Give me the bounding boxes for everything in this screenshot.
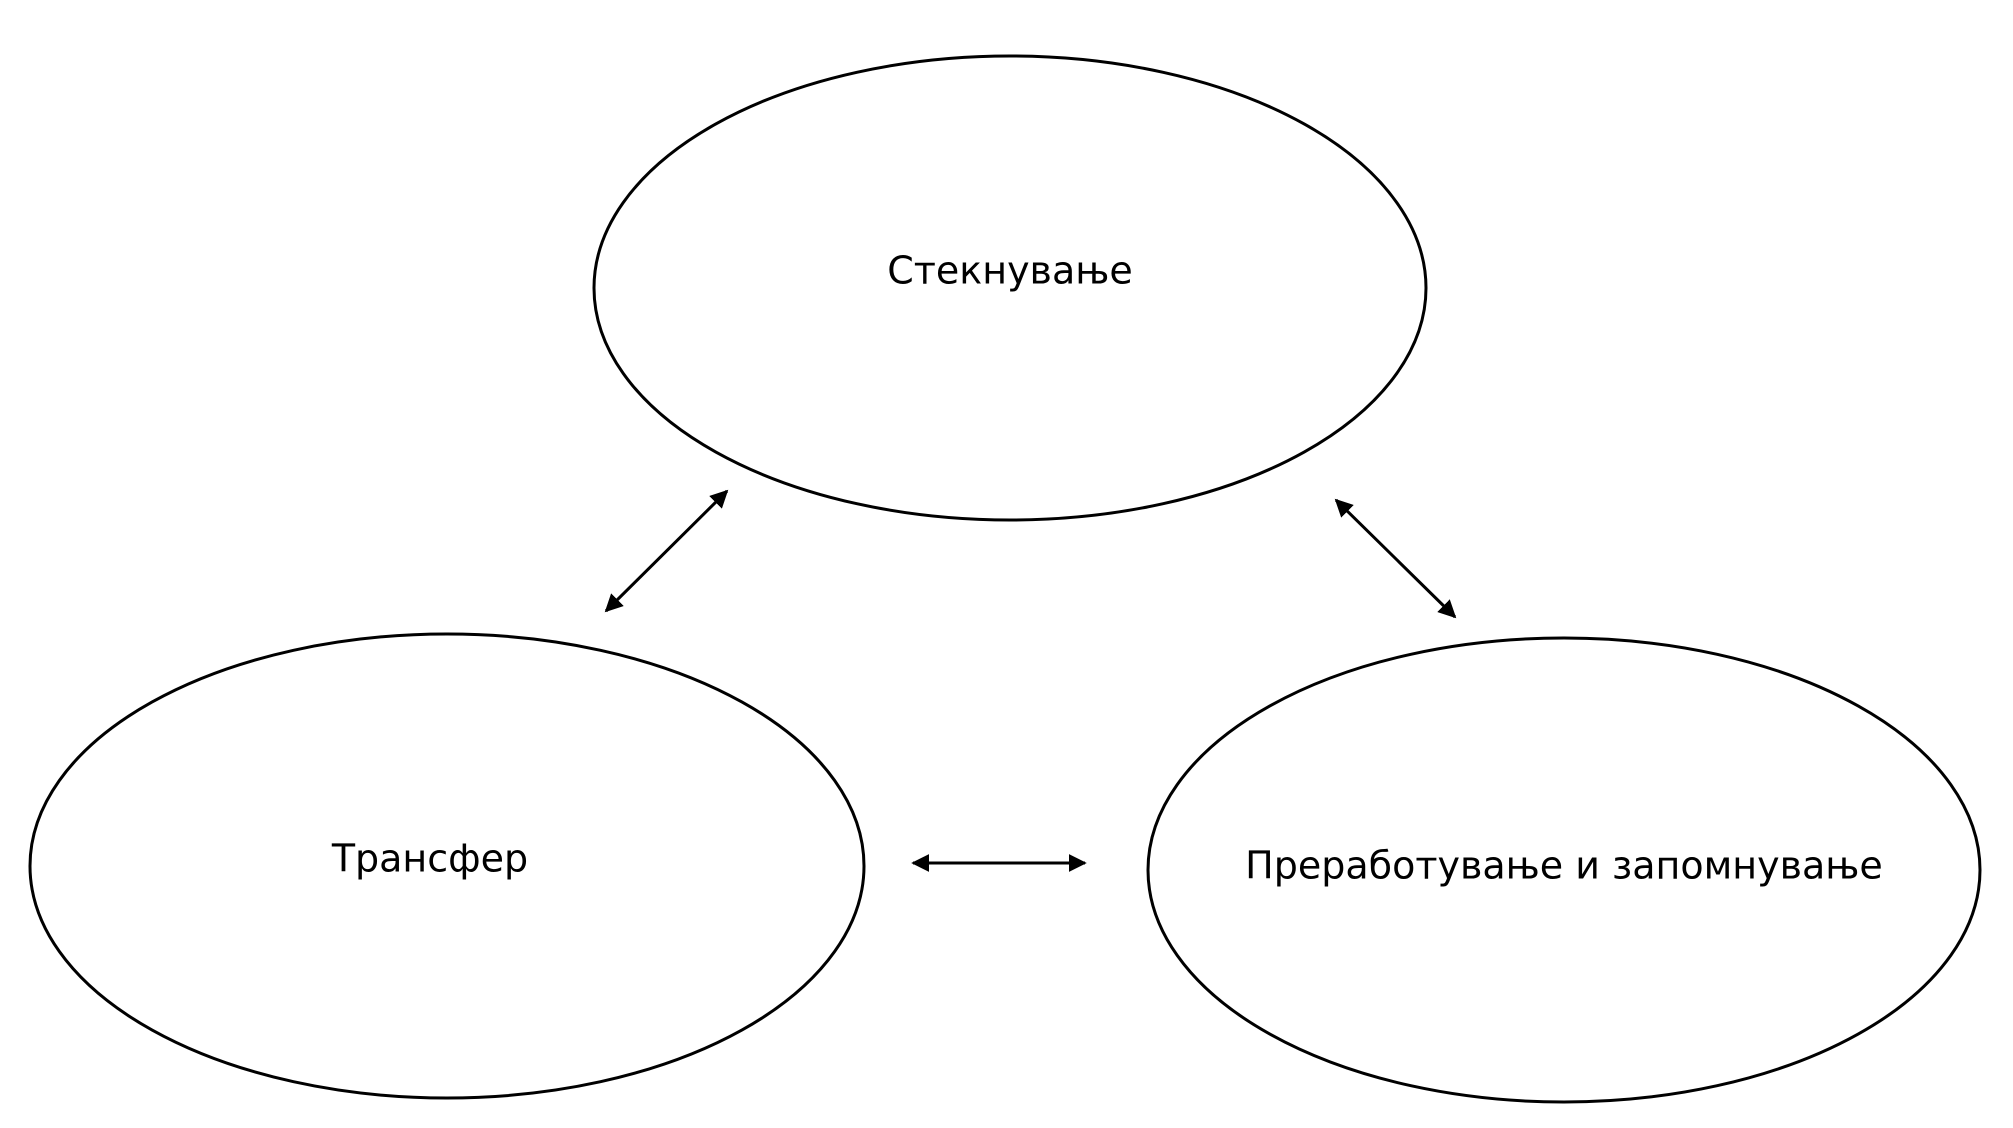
node-processing-ellipse <box>1146 636 1982 1104</box>
node-transfer: Трансфер <box>28 632 866 1100</box>
node-acquisition-label: Стекнување <box>887 249 1133 293</box>
node-acquisition: Стекнување <box>592 54 1428 522</box>
node-transfer-ellipse <box>28 632 866 1100</box>
node-transfer-label: Трансфер <box>331 837 528 881</box>
node-processing-label: Преработување и запомнување <box>1245 844 1883 888</box>
edge-acquisition-transfer <box>604 489 729 613</box>
node-processing: Преработување и запомнување <box>1146 636 1982 1104</box>
node-acquisition-ellipse <box>592 54 1428 522</box>
edge-acquisition-processing <box>1334 498 1457 619</box>
